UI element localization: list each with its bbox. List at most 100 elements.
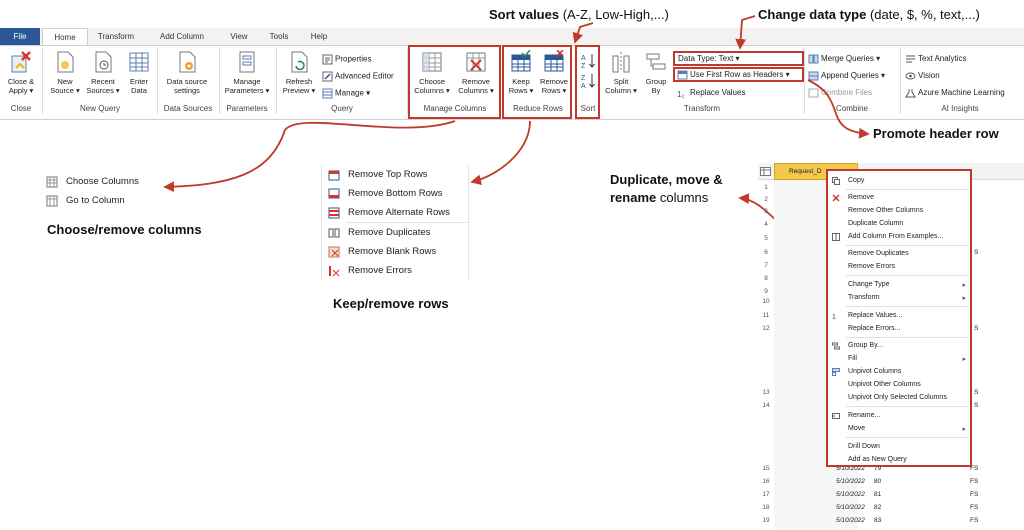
split-column-label-1: Split xyxy=(613,77,629,86)
recent-sources-icon xyxy=(95,51,112,73)
advanced-editor-button[interactable]: Advanced Editor xyxy=(322,71,394,82)
group-by-icon xyxy=(832,342,840,350)
ctx-duplicate-column[interactable]: Duplicate Column xyxy=(848,220,904,227)
ctx-replace-errors[interactable]: Replace Errors... xyxy=(848,325,901,332)
tab-home[interactable]: Home xyxy=(42,28,88,45)
ctx-replace-values[interactable]: Replace Values... xyxy=(848,312,903,319)
ctx-change-type[interactable]: Change Type xyxy=(848,281,890,288)
close-apply-button[interactable]: Close & Apply ▾ xyxy=(4,50,38,95)
ctx-move[interactable]: Move xyxy=(848,425,866,432)
tab-add-column[interactable]: Add Column xyxy=(159,32,205,41)
ribbon-separator xyxy=(804,48,805,114)
remove-columns-button[interactable]: Remove Columns ▾ xyxy=(455,50,497,95)
menu-go-to-column[interactable]: Go to Column xyxy=(40,191,158,210)
ctx-drill-down[interactable]: Drill Down xyxy=(848,443,880,450)
tab-help[interactable]: Help xyxy=(310,32,328,41)
ctx-unpivot-only-selected[interactable]: Unpivot Only Selected Columns xyxy=(848,394,947,401)
ctx-remove[interactable]: Remove xyxy=(848,194,875,201)
ctx-transform[interactable]: Transform xyxy=(848,294,880,301)
group-label-transform: Transform xyxy=(683,104,721,113)
manage-parameters-button[interactable]: Manage Parameters ▾ xyxy=(222,50,272,95)
highlight-data-type xyxy=(673,51,804,66)
menu-remove-blank-rows[interactable]: Remove Blank Rows xyxy=(322,242,468,261)
properties-button[interactable]: Properties xyxy=(322,54,371,65)
unpivot-icon xyxy=(832,368,840,376)
data-source-settings-button[interactable]: Data source settings xyxy=(160,50,214,95)
row-number: 10 xyxy=(762,298,770,305)
refresh-preview-button[interactable]: Refresh Preview ▾ xyxy=(280,50,318,95)
manage-button[interactable]: Manage ▾ xyxy=(322,88,370,99)
vision-button[interactable]: Vision xyxy=(905,71,940,81)
annotation-sort: Sort values (A-Z, Low-High,...) xyxy=(489,7,669,22)
menu-remove-duplicates[interactable]: Remove Duplicates xyxy=(322,223,468,242)
remove-rows-button[interactable]: Remove Rows ▾ xyxy=(538,50,570,95)
ctx-unpivot-columns[interactable]: Unpivot Columns xyxy=(848,368,902,375)
use-first-row-headers-button[interactable]: Use First Row as Headers ▾ xyxy=(677,70,790,80)
ctx-remove-other-columns[interactable]: Remove Other Columns xyxy=(848,207,924,214)
tab-file[interactable]: File xyxy=(0,28,40,45)
keep-rows-button[interactable]: Keep Rows ▾ xyxy=(506,50,536,95)
menu-separator xyxy=(846,406,968,407)
azure-ml-button[interactable]: Azure Machine Learning xyxy=(905,88,1005,98)
menu-remove-alternate-rows[interactable]: Remove Alternate Rows xyxy=(322,203,468,222)
menu-remove-bottom-rows[interactable]: Remove Bottom Rows xyxy=(322,184,468,203)
tab-transform[interactable]: Transform xyxy=(97,32,135,41)
tab-view[interactable]: View xyxy=(230,32,248,41)
row-number: 4 xyxy=(764,221,768,228)
annotation-type-rest: (date, $, %, text,...) xyxy=(866,7,980,22)
keep-rows-icon xyxy=(511,50,531,72)
choose-columns-label-2: Columns ▾ xyxy=(414,86,450,95)
menu-remove-errors[interactable]: Remove Errors xyxy=(322,261,468,280)
append-queries-button[interactable]: Append Queries ▾ xyxy=(808,71,885,81)
group-by-button[interactable]: Group By xyxy=(642,50,670,95)
table-icon xyxy=(46,195,58,206)
choose-columns-button[interactable]: Choose Columns ▾ xyxy=(411,50,453,95)
recent-sources-button[interactable]: Recent Sources ▾ xyxy=(84,50,122,95)
group-label-ai-insights: AI Insights xyxy=(941,104,979,113)
split-column-button[interactable]: Split Column ▾ xyxy=(604,50,638,95)
svg-text:Z: Z xyxy=(581,75,586,82)
text-analytics-button[interactable]: Text Analytics xyxy=(905,54,966,64)
ribbon-tab-bar xyxy=(0,28,1024,45)
refresh-preview-label-2: Preview ▾ xyxy=(282,86,316,95)
manage-parameters-label-1: Manage xyxy=(233,77,261,86)
data-type-dropdown[interactable]: Data Type: Text ▾ xyxy=(678,54,740,63)
ribbon-separator xyxy=(42,48,43,114)
cell-code: FS xyxy=(970,465,979,472)
ctx-unpivot-other-columns[interactable]: Unpivot Other Columns xyxy=(848,381,921,388)
append-queries-icon xyxy=(808,71,819,81)
ctx-remove-errors[interactable]: Remove Errors xyxy=(848,263,896,270)
merge-queries-button[interactable]: Merge Queries ▾ xyxy=(808,54,880,64)
ribbon-separator xyxy=(407,48,408,114)
ctx-copy[interactable]: Copy xyxy=(848,177,865,184)
svg-text:Z: Z xyxy=(581,63,586,70)
enter-data-button[interactable]: Enter Data xyxy=(124,50,154,95)
keep-rows-label-2: Rows ▾ xyxy=(508,86,534,95)
ctx-add-as-new-query[interactable]: Add as New Query xyxy=(848,456,907,463)
ctx-remove-duplicates[interactable]: Remove Duplicates xyxy=(848,250,909,257)
combine-files-button[interactable]: Combine Files xyxy=(808,88,872,98)
ctx-group-by[interactable]: Group By... xyxy=(848,342,883,349)
cell-id: 79 xyxy=(874,465,882,472)
ribbon-separator xyxy=(219,48,220,114)
cell-date: 5/10/2022 xyxy=(836,465,865,472)
ctx-add-column-from-examples[interactable]: Add Column From Examples... xyxy=(848,233,944,240)
svg-text:A: A xyxy=(581,55,586,62)
menu-remove-duplicates-label: Remove Duplicates xyxy=(348,227,431,238)
menu-choose-columns[interactable]: Choose Columns xyxy=(40,172,158,191)
new-source-button[interactable]: New Source ▾ xyxy=(48,50,82,95)
menu-remove-top-rows[interactable]: Remove Top Rows xyxy=(322,165,468,184)
ctx-fill[interactable]: Fill xyxy=(848,355,857,362)
remove-columns-icon xyxy=(466,52,486,72)
highlight-sort xyxy=(575,45,600,119)
ctx-rename[interactable]: Rename... xyxy=(848,412,881,419)
remove-columns-label-1: Remove xyxy=(462,77,490,86)
table-icon xyxy=(129,52,149,72)
tab-tools[interactable]: Tools xyxy=(269,32,289,41)
menu-separator xyxy=(846,245,968,246)
annotation-promote-header: Promote header row xyxy=(873,126,999,141)
group-label-query: Query xyxy=(331,104,353,113)
